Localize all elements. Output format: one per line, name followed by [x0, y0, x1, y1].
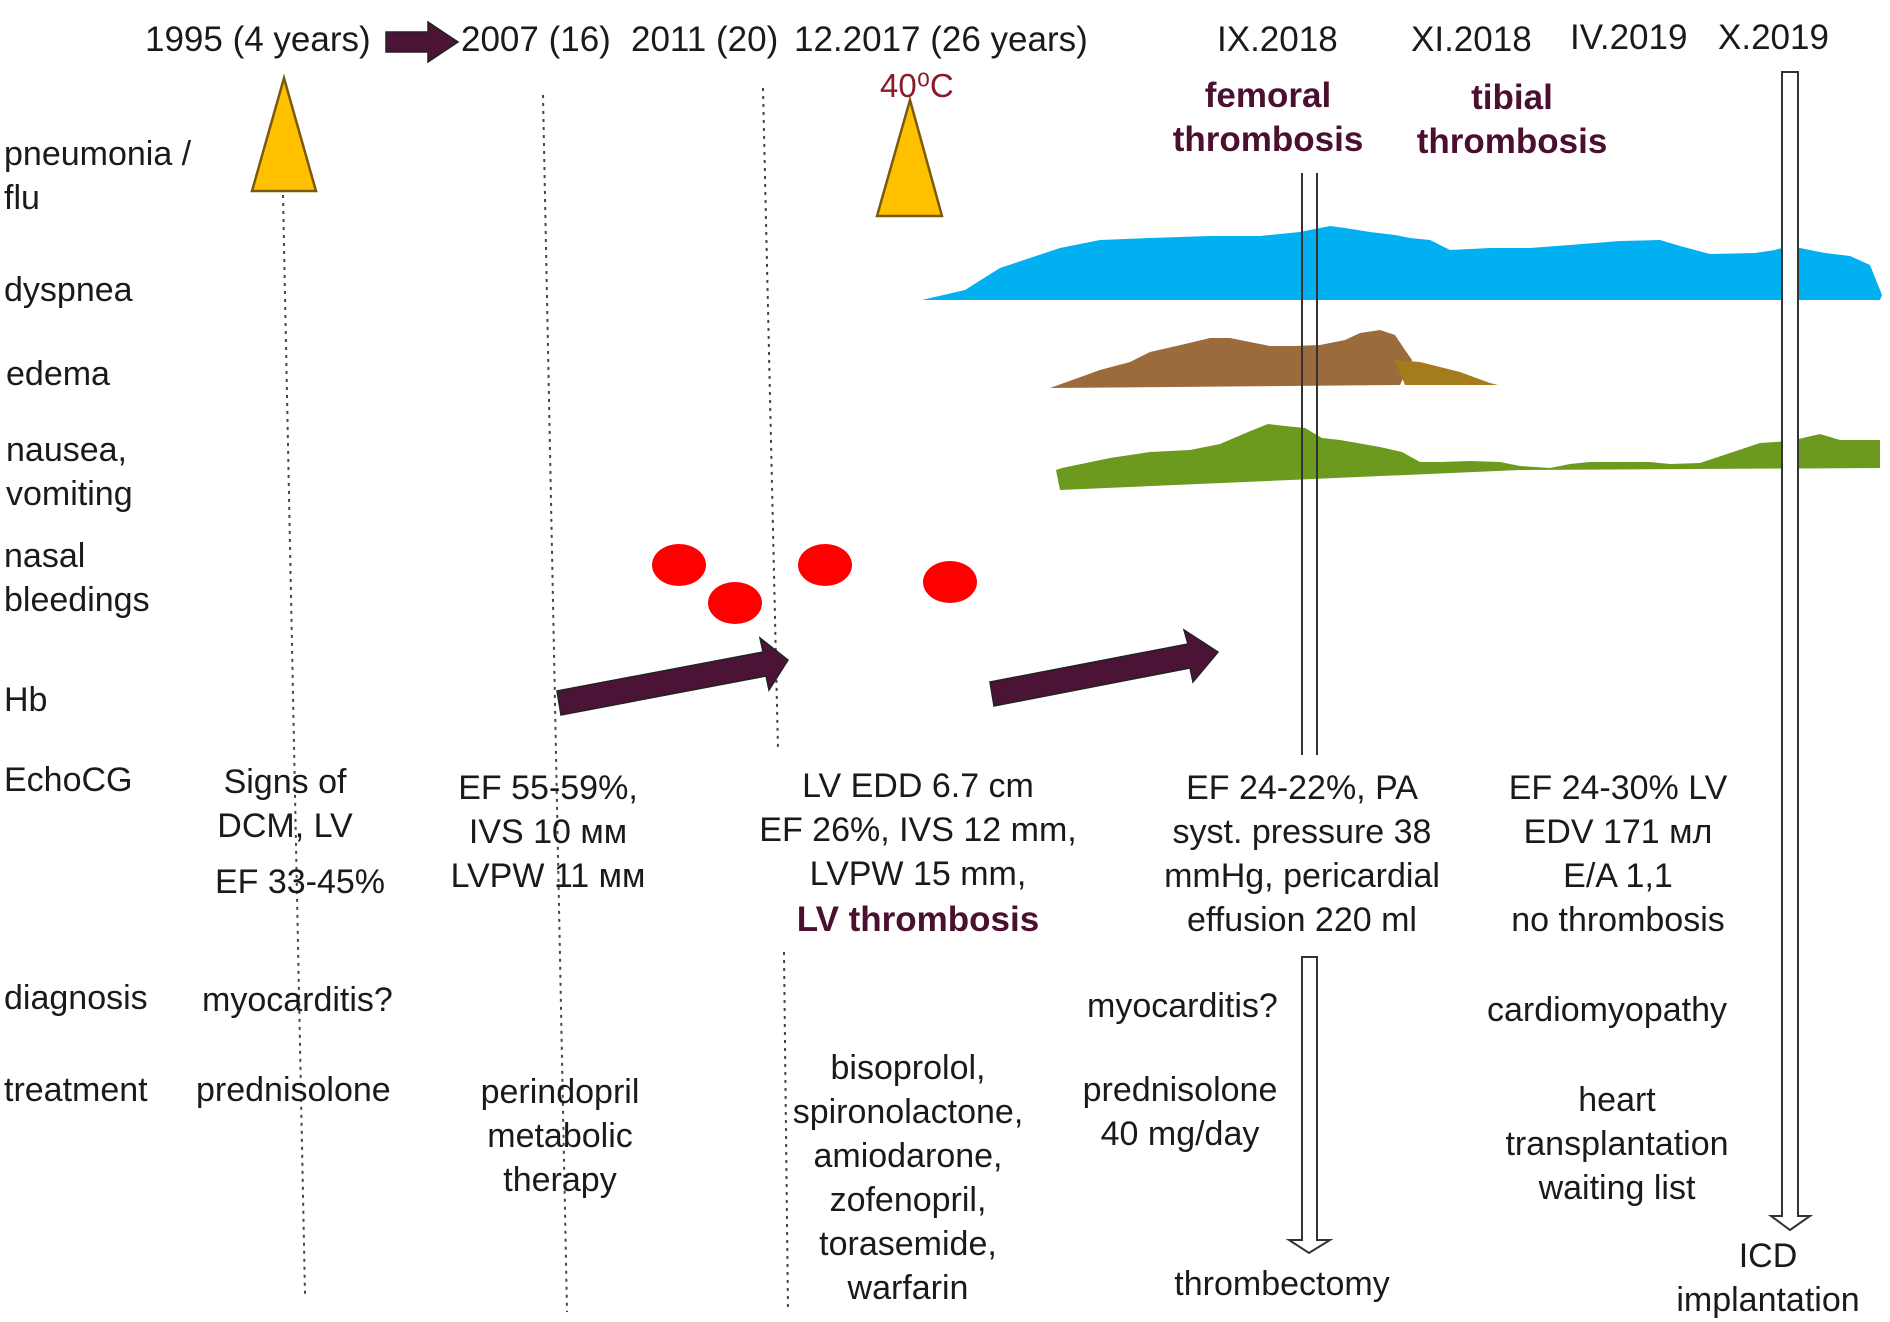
echo-2017-line2: EF 26%, IVS 12 mm, [759, 811, 1077, 849]
fever-triangle-1995 [250, 73, 318, 193]
row-label-edema: edema [6, 355, 110, 393]
echo-2019-line3: E/A 1,1 [1563, 857, 1673, 895]
treatment-2018-line1: prednisolone [1082, 1071, 1278, 1109]
date-iv-2019: IV.2019 [1570, 18, 1688, 57]
echo-2018-line4: effusion 220 ml [1187, 901, 1417, 939]
outcome-thrombectomy: thrombectomy [1174, 1265, 1390, 1303]
femoral-thrombosis-line2: thrombosis [1172, 120, 1364, 159]
row-label-dyspnea: dyspnea [4, 271, 133, 309]
echo-2019-line4: no thrombosis [1511, 901, 1725, 939]
date-x-2019: X.2019 [1718, 18, 1829, 57]
treatment-2007-line2: metabolic [487, 1117, 633, 1155]
treatment-2019-line3: waiting list [1538, 1169, 1696, 1207]
echo-2007-line2: IVS 10 мм [468, 813, 628, 851]
hb-arrow-2 [989, 628, 1220, 707]
fever-temperature: 40⁰C [880, 67, 954, 104]
echo-1995-line2: DCM, LV [217, 807, 353, 845]
date-xi-2018: XI.2018 [1411, 20, 1532, 59]
outcome-icd-line1: ICD [1738, 1237, 1798, 1275]
header-arrow [385, 20, 460, 64]
icd-arrow [1767, 71, 1814, 1232]
nausea-area [1056, 424, 1880, 490]
treatment-2019-line2: transplantation [1505, 1125, 1729, 1163]
echo-2018-line2: syst. pressure 38 [1172, 813, 1432, 851]
bleeding-dot [923, 561, 977, 603]
date-ix-2018: IX.2018 [1217, 20, 1338, 59]
echo-1995-line1: Signs of [223, 763, 347, 801]
diagnosis-2018: myocarditis? [1087, 987, 1278, 1025]
treatment-2007-line3: therapy [503, 1161, 617, 1199]
tibial-thrombosis-line1: tibial [1471, 78, 1553, 117]
bleeding-dot [798, 544, 852, 586]
row-label-pneumonia-1: pneumonia / [4, 135, 192, 173]
echo-2017-line1: LV EDD 6.7 cm [802, 767, 1034, 805]
tibial-thrombosis-line2: thrombosis [1416, 122, 1608, 161]
row-label-pneumonia-2: flu [4, 179, 40, 217]
bleeding-dot [708, 582, 762, 624]
treatment-1995: prednisolone [196, 1071, 391, 1109]
echo-2007-line3: LVPW 11 мм [450, 857, 646, 895]
fever-triangle-2017 [875, 95, 944, 218]
dyspnea-area [922, 226, 1882, 300]
date-1995: 1995 (4 years) [145, 20, 371, 59]
date-12-2017: 12.2017 (26 years) [794, 20, 1088, 59]
row-label-echo: EchoCG [4, 761, 133, 799]
echo-2019-line2: EDV 171 мл [1523, 813, 1713, 851]
outcome-icd-line2: implantation [1676, 1281, 1860, 1319]
echo-2018-line3: mmHg, pericardial [1164, 857, 1440, 895]
row-label-nausea-1: nausea, [6, 431, 127, 469]
bleeding-dot [652, 544, 706, 586]
treatment-2017-line2: spironolactone, [792, 1093, 1024, 1131]
row-label-diagnosis: diagnosis [4, 979, 148, 1017]
row-label-nasal-2: bleedings [4, 581, 150, 619]
treatment-2017-line3: amiodarone, [813, 1137, 1003, 1175]
echo-2017-lv-thrombosis: LV thrombosis [796, 900, 1040, 939]
guide-line-1995 [282, 194, 306, 1296]
guide-line-2011-lower [783, 951, 789, 1313]
row-label-nasal-1: nasal [4, 537, 86, 575]
thrombectomy-arrow [1285, 956, 1334, 1255]
treatment-2017-line4: zofenopril, [829, 1181, 987, 1219]
row-label-nausea-2: vomiting [6, 475, 133, 513]
femoral-thrombosis-line1: femoral [1204, 76, 1332, 115]
treatment-2019-line1: heart [1578, 1081, 1656, 1119]
treatment-2007-line1: perindopril [480, 1073, 640, 1111]
hb-arrow-1 [556, 636, 789, 716]
guide-line-2007 [542, 94, 568, 1313]
row-label-treatment: treatment [4, 1071, 148, 1109]
treatment-2017-line1: bisoprolol, [830, 1049, 986, 1087]
edema-area [1050, 330, 1412, 388]
echo-2007-line1: EF 55-59%, [458, 769, 638, 807]
diagnosis-1995: myocarditis? [202, 981, 393, 1019]
treatment-2018-line2: 40 mg/day [1100, 1115, 1260, 1153]
date-2007: 2007 (16) [461, 20, 611, 59]
echo-2017-line3: LVPW 15 mm, [809, 855, 1027, 893]
echo-2019-line1: EF 24-30% LV [1508, 769, 1728, 807]
date-2011: 2011 (20) [631, 20, 779, 59]
edema-tail-area [1395, 360, 1498, 385]
treatment-2017-line5: torasemide, [819, 1225, 997, 1263]
diagnosis-2019: cardiomyopathy [1487, 991, 1728, 1029]
echo-2018-line1: EF 24-22%, PA [1186, 769, 1418, 807]
row-label-hb: Hb [4, 681, 48, 719]
echo-1995-line3: EF 33-45% [214, 863, 386, 901]
treatment-2017-line6: warfarin [847, 1269, 969, 1307]
